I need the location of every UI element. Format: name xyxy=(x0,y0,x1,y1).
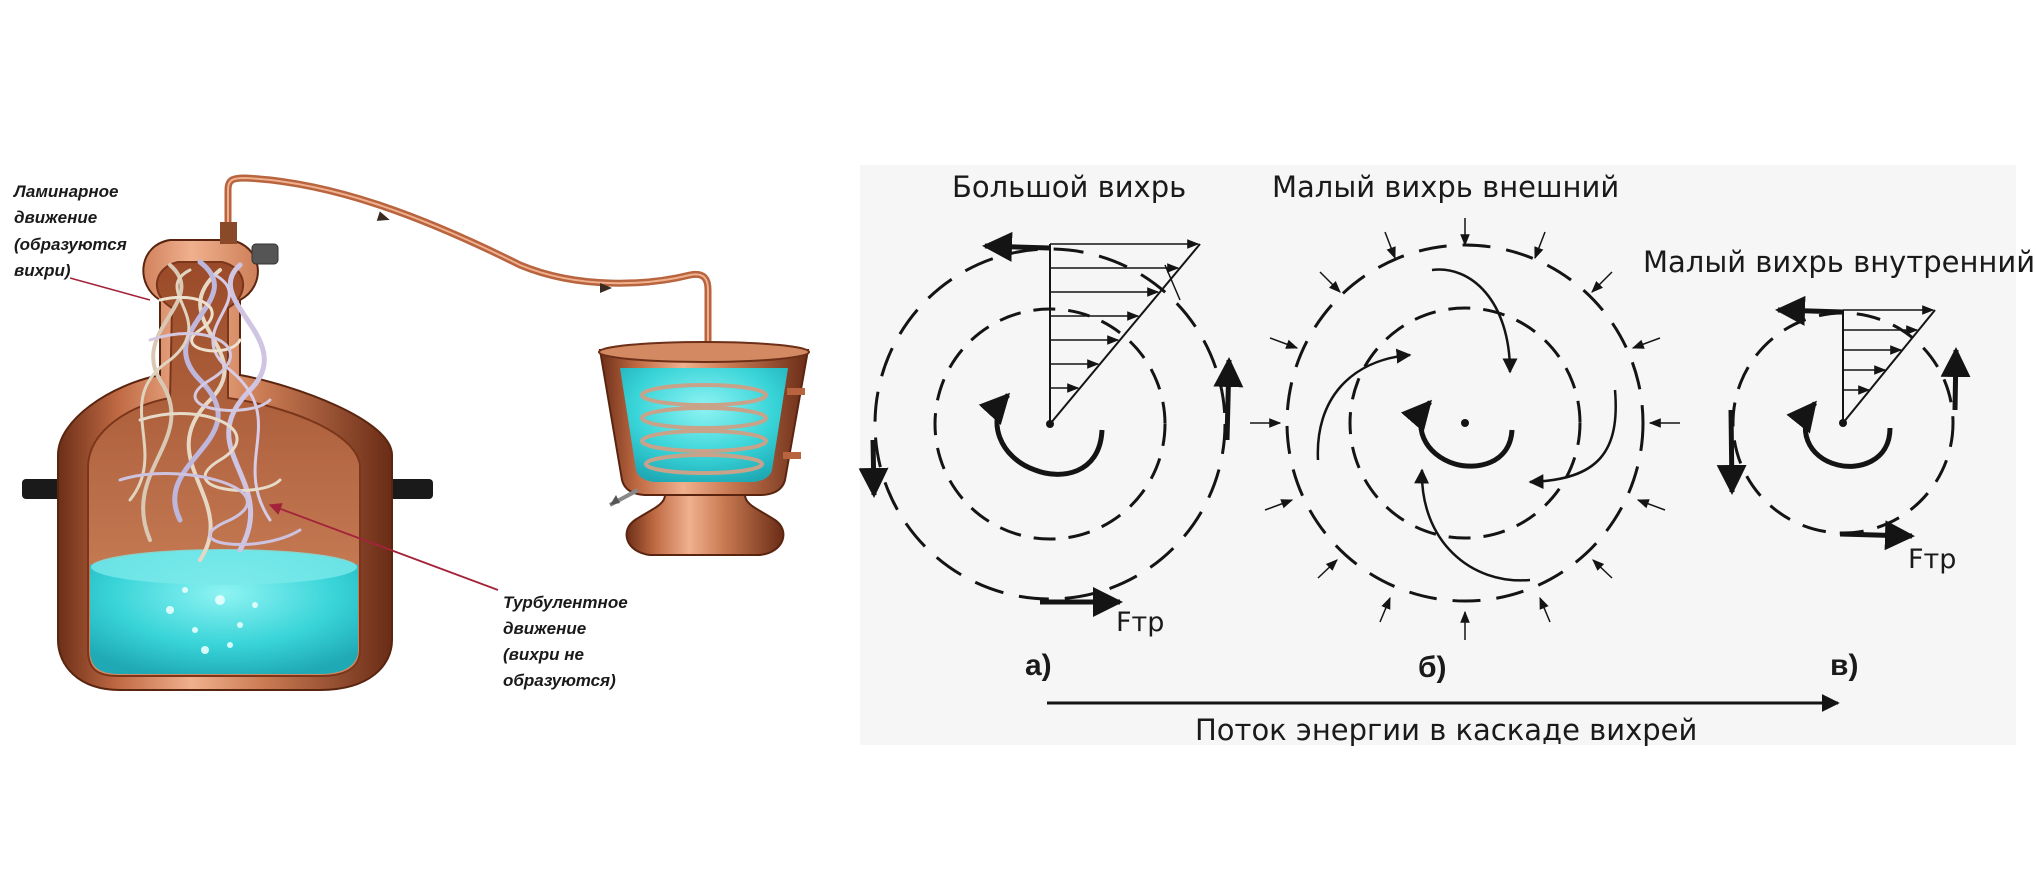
small-outer-vortex-b xyxy=(1250,218,1680,640)
flow-arrow-2 xyxy=(600,283,612,293)
turbulent-line-3: (вихри не xyxy=(503,645,584,664)
small-inner-vortex-c xyxy=(1716,295,1971,551)
laminar-line-1: Ламинарное xyxy=(12,182,119,201)
turbulent-line-4: образуются) xyxy=(503,671,616,690)
condenser-water xyxy=(620,368,788,482)
condenser-coil xyxy=(640,383,768,475)
turbulent-line-1: Турбулентное xyxy=(503,593,628,612)
big-vortex-title: Большой вихрь xyxy=(952,170,1186,204)
laminar-line-2: движение xyxy=(14,208,97,227)
thermometer-cap xyxy=(251,243,279,265)
svg-text:движение: движение xyxy=(503,619,586,638)
turbulent-pointer xyxy=(268,503,499,591)
svg-text:образуются): образуются) xyxy=(503,671,616,690)
small-outer-vortex-title: Малый вихрь внешний xyxy=(1272,170,1619,204)
outer-vortex-inner-ring xyxy=(1348,306,1582,540)
laminar-line-3: (образуются xyxy=(14,235,127,254)
svg-text:(образуются: (образуются xyxy=(14,235,127,254)
subfigure-a-label: а) xyxy=(1025,649,1052,682)
svg-text:движение: движение xyxy=(14,208,97,227)
turbulent-line-2: движение xyxy=(503,619,586,638)
big-vortex-a xyxy=(858,231,1244,617)
laminar-pointer xyxy=(69,277,151,301)
friction-label-a: Fтр xyxy=(1116,607,1164,638)
outer-vortex-curl xyxy=(1400,399,1515,469)
svg-text:вихри): вихри) xyxy=(14,261,71,280)
laminar-annotation: Ламинарное движение (образуются вихри) xyxy=(12,182,151,301)
turbulent-annotation: Турбулентное движение (вихри не образуют… xyxy=(268,503,628,690)
svg-text:(вихри не: (вихри не xyxy=(503,645,584,664)
velocity-profile-arrows-c xyxy=(1843,305,1935,395)
condenser-base xyxy=(625,494,785,556)
subfigure-b-label: б) xyxy=(1418,651,1447,684)
condenser-port-top xyxy=(787,388,805,395)
flow-arrow-1 xyxy=(376,211,390,221)
subfigure-c-label: в) xyxy=(1830,649,1858,682)
svg-text:Турбулентное: Турбулентное xyxy=(503,593,628,612)
velocity-profile-arrows-a xyxy=(1050,239,1200,393)
condenser-rim xyxy=(598,341,810,363)
vapor-pipe xyxy=(224,174,712,352)
energy-flow-caption: Поток энергии в каскаде вихрей xyxy=(1195,713,1697,747)
big-vortex-curl xyxy=(978,392,1105,477)
pipe-fitting xyxy=(220,222,237,244)
friction-label-c: Fтр xyxy=(1908,544,1956,575)
vapor-filaments xyxy=(118,259,302,562)
small-inner-vortex-title: Малый вихрь внутренний xyxy=(1643,245,2035,279)
compression-arrows xyxy=(1250,218,1680,640)
distiller-illustration xyxy=(22,174,810,691)
water-surface xyxy=(91,549,357,585)
laminar-line-4: вихри) xyxy=(14,261,71,280)
inner-vortex-curl xyxy=(1786,400,1893,469)
svg-text:Ламинарное: Ламинарное xyxy=(12,182,119,201)
water-bubbles xyxy=(166,587,258,654)
condenser-port-bottom xyxy=(783,452,801,459)
